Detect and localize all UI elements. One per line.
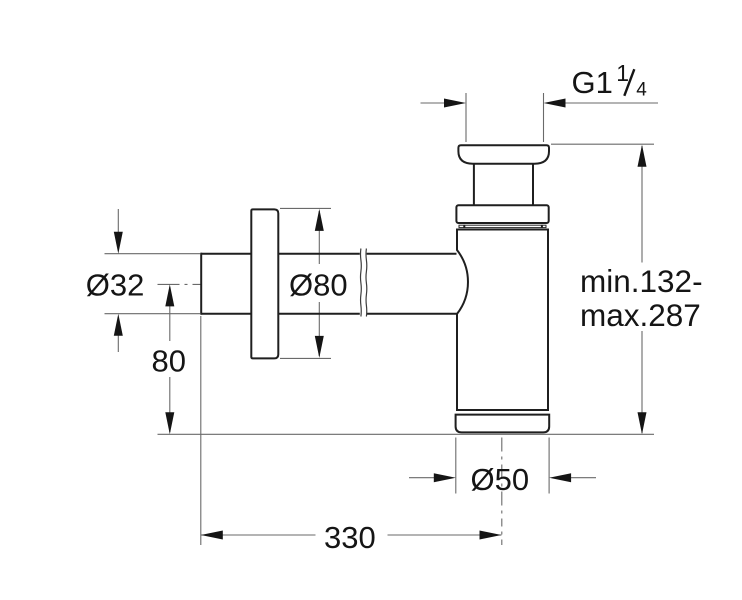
svg-text:Ø32: Ø32 [86,268,145,303]
svg-text:4: 4 [636,80,647,101]
svg-text:Ø80: Ø80 [289,268,348,303]
svg-text:G1: G1 [572,65,613,100]
svg-text:min.132-: min.132- [580,263,703,299]
svg-text:80: 80 [152,344,186,379]
svg-text:Ø50: Ø50 [471,462,530,497]
svg-text:max.287: max.287 [580,297,701,333]
svg-text:1: 1 [616,60,629,86]
svg-text:330: 330 [324,520,376,555]
